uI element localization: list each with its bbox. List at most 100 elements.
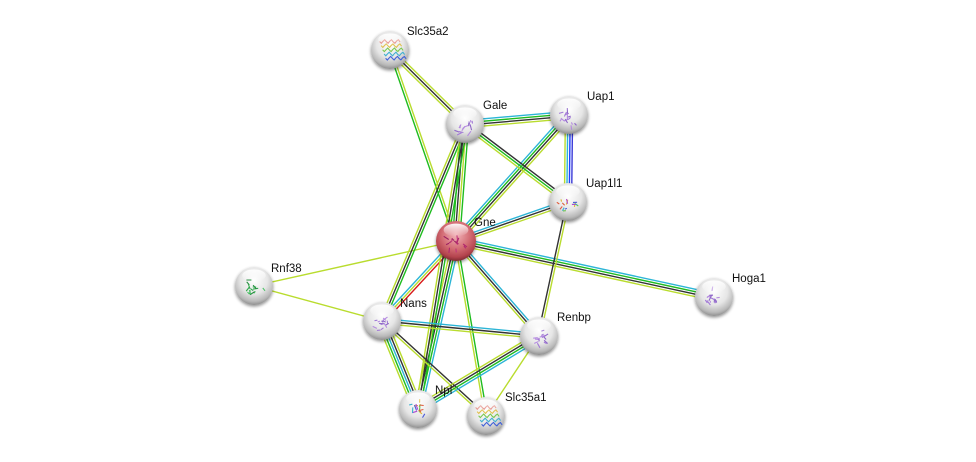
structure-fragment: [468, 121, 471, 125]
structure-fragment: [533, 337, 538, 339]
structure-fragment: [451, 239, 453, 242]
edge-channel-neighborhood: [464, 123, 569, 203]
node-label: Gale: [483, 100, 507, 112]
node-label: Slc35a1: [505, 392, 547, 404]
edge-channel-textmining: [380, 321, 486, 418]
edge-gale-uap1l1[interactable]: [462, 121, 571, 205]
node-hoga1[interactable]: Hoga1: [695, 273, 766, 316]
structure-fragment: [381, 320, 384, 323]
edge-renbp-npl[interactable]: [415, 332, 542, 413]
node-uap1l1[interactable]: Uap1l1: [549, 178, 622, 221]
edge-channel-textmining: [253, 285, 383, 322]
node-label: Npl: [435, 385, 452, 397]
edge-channel-neighborhood: [388, 49, 456, 243]
edge-channel-coexpression: [417, 123, 466, 410]
structure-fragment: [543, 339, 549, 344]
node-slc35a2[interactable]: Slc35a2: [371, 26, 449, 69]
node-highlight: [556, 185, 580, 198]
structure-fragment: [562, 207, 565, 212]
structure-fragment: [377, 320, 381, 323]
structure-fragment: [469, 124, 473, 131]
edge-rnf38-nans[interactable]: [253, 285, 383, 322]
edge-nans-renbp[interactable]: [381, 317, 540, 340]
structure-fragment: [558, 111, 564, 114]
structure-fragment: [533, 341, 539, 344]
node-highlight: [474, 399, 498, 412]
node-gne[interactable]: Gne: [436, 217, 496, 261]
structure-fragment: [456, 132, 462, 136]
structure-fragment: [564, 112, 569, 116]
edge-gne-renbp[interactable]: [453, 238, 542, 339]
structure-fragment: [462, 243, 468, 248]
structure-fragment: [408, 403, 413, 406]
structure-helix: [479, 417, 502, 423]
edge-channel-coexpression: [381, 320, 540, 337]
structure-fragment: [543, 336, 547, 340]
structure-fragment: [245, 286, 250, 292]
structure-fragment: [541, 333, 544, 336]
node-label: Slc35a2: [407, 26, 449, 38]
node-highlight: [527, 319, 551, 332]
edge-gale-nans[interactable]: [379, 122, 468, 323]
structure-fragment: [382, 316, 388, 321]
structure-fragment: [564, 118, 569, 122]
edge-gne-hoga1[interactable]: [454, 236, 716, 302]
node-slc35a1[interactable]: Slc35a1: [467, 392, 547, 435]
structure-fragment: [448, 247, 451, 253]
structure-fragment: [382, 320, 386, 323]
node-highlight: [443, 223, 469, 237]
edge-gne-rnf38[interactable]: [253, 240, 457, 287]
edge-channel-textmining: [390, 48, 458, 242]
structure-fragment: [463, 245, 467, 249]
structure-fragment: [443, 235, 449, 240]
node-label: Gne: [474, 217, 496, 229]
structure-fragment: [445, 242, 450, 246]
edge-uap1l1-renbp[interactable]: [537, 201, 570, 337]
structure-fragment: [570, 122, 573, 125]
structure-fragment: [559, 206, 563, 210]
edge-gne-slc35a2[interactable]: [388, 48, 458, 243]
structure-fragment: [561, 202, 565, 206]
structure-fragment: [714, 298, 718, 303]
structure-fragment: [567, 115, 571, 118]
node-gale[interactable]: Gale: [446, 100, 507, 143]
edge-channel-textmining: [453, 241, 538, 339]
node-highlight: [378, 33, 402, 46]
node-highlight: [406, 392, 430, 405]
edge-nans-slc35a1[interactable]: [380, 319, 488, 418]
structure-fragment: [372, 325, 378, 329]
node-highlight: [557, 98, 581, 111]
node-label: Uap1l1: [586, 178, 622, 190]
edge-channel-textmining: [462, 125, 568, 205]
structure-fragment: [565, 198, 569, 204]
edge-channel-textmining: [379, 122, 464, 321]
structure-fragment: [456, 237, 460, 243]
structure-fragment: [465, 124, 469, 128]
structure-fragment: [418, 408, 424, 412]
edge-channel-databases: [420, 241, 461, 411]
structure-fragment: [451, 238, 455, 241]
node-rnf38[interactable]: Rnf38: [235, 263, 302, 305]
structure-fragment: [250, 288, 254, 292]
structure-fragment: [262, 287, 266, 292]
structure-helix: [382, 47, 404, 53]
structure-fragment: [559, 118, 562, 122]
structure-fragment: [560, 199, 563, 202]
node-npl[interactable]: Npl: [399, 385, 452, 428]
node-label: Nans: [400, 298, 427, 310]
edge-channel-databases: [452, 111, 568, 240]
structure-fragment: [536, 342, 541, 349]
structure-fragment: [574, 122, 577, 126]
structure-fragment: [419, 411, 423, 415]
structure-fragment: [247, 283, 251, 290]
structure-helix: [385, 55, 407, 61]
edge-channel-textmining: [381, 322, 540, 340]
edge-channel-textmining: [539, 201, 570, 337]
node-nans[interactable]: Nans: [363, 298, 427, 340]
node-highlight: [242, 269, 266, 282]
edge-gne-uap1[interactable]: [452, 111, 573, 245]
node-renbp[interactable]: Renbp: [520, 312, 591, 355]
node-uap1[interactable]: Uap1: [550, 91, 615, 134]
